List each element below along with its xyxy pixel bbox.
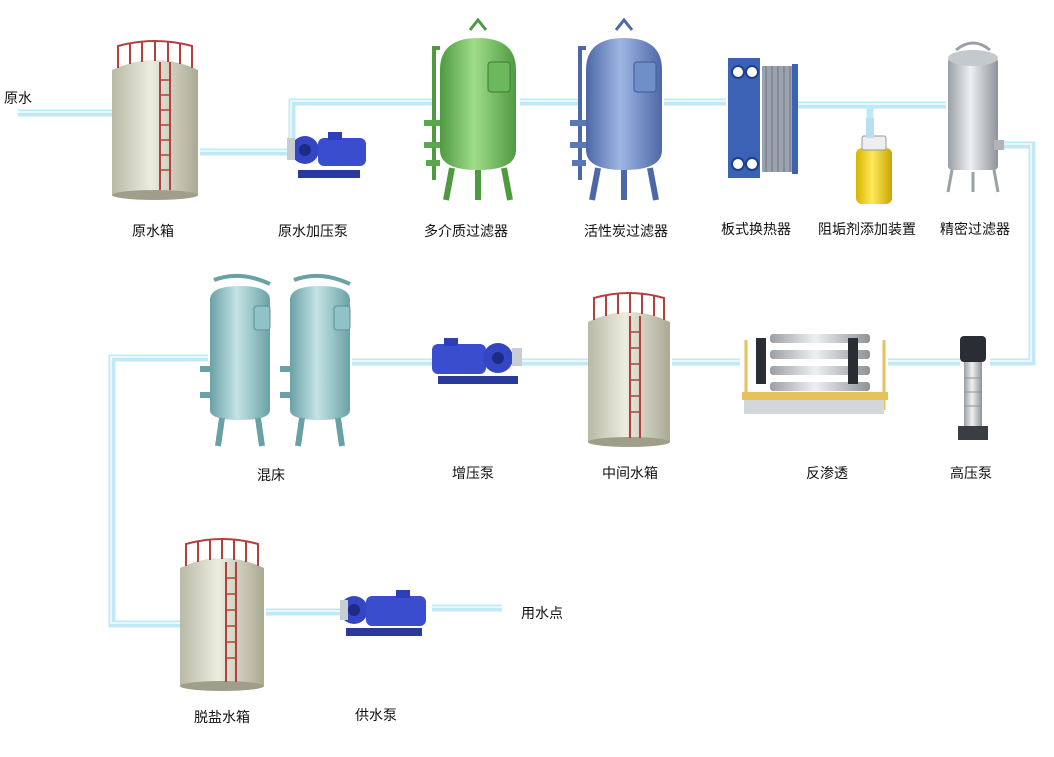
middle-water-tank xyxy=(588,292,670,447)
water-use-point-label: 用水点 xyxy=(521,606,563,622)
high-pressure-pump xyxy=(958,336,988,440)
raw-booster-pump-label: 原水加压泵 xyxy=(278,224,348,240)
plate-heat-exchanger xyxy=(728,58,798,178)
reverse-osmosis-label: 反渗透 xyxy=(806,466,848,482)
pipe-precision-to-hp xyxy=(990,141,1036,366)
raw-water-tank xyxy=(112,40,198,200)
carbon-filter-label: 活性炭过滤器 xyxy=(584,224,668,240)
pipe-mixedbed-to-desalted xyxy=(108,354,208,628)
mixed-bed-label: 混床 xyxy=(257,468,285,484)
raw-water-tank-label: 原水箱 xyxy=(132,224,174,240)
booster-pump xyxy=(432,338,522,384)
precision-filter-label: 精密过滤器 xyxy=(940,222,1010,238)
desalted-water-tank xyxy=(180,538,264,691)
plate-heat-exchanger-label: 板式换热器 xyxy=(721,222,791,238)
reverse-osmosis xyxy=(742,334,888,414)
antiscalant-dosing-label: 阻垢剂添加装置 xyxy=(818,222,916,238)
desalted-water-tank-label: 脱盐水箱 xyxy=(194,710,250,726)
supply-pump-label: 供水泵 xyxy=(355,708,397,724)
middle-water-tank-label: 中间水箱 xyxy=(602,466,658,482)
precision-filter xyxy=(946,41,1004,193)
raw-booster-pump xyxy=(287,132,366,178)
pipe-pump-to-mm xyxy=(288,98,436,140)
carbon-filter xyxy=(570,17,662,201)
raw-water-inlet-label: 原水 xyxy=(4,91,32,107)
antiscalant-dosing xyxy=(856,118,892,204)
multimedia-filter xyxy=(424,17,516,201)
pipes xyxy=(18,98,1036,628)
multimedia-filter-label: 多介质过滤器 xyxy=(424,224,508,240)
mixed-bed xyxy=(200,273,351,447)
booster-pump-label: 增压泵 xyxy=(452,466,494,482)
supply-pump xyxy=(340,590,426,636)
high-pressure-pump-label: 高压泵 xyxy=(950,466,992,482)
